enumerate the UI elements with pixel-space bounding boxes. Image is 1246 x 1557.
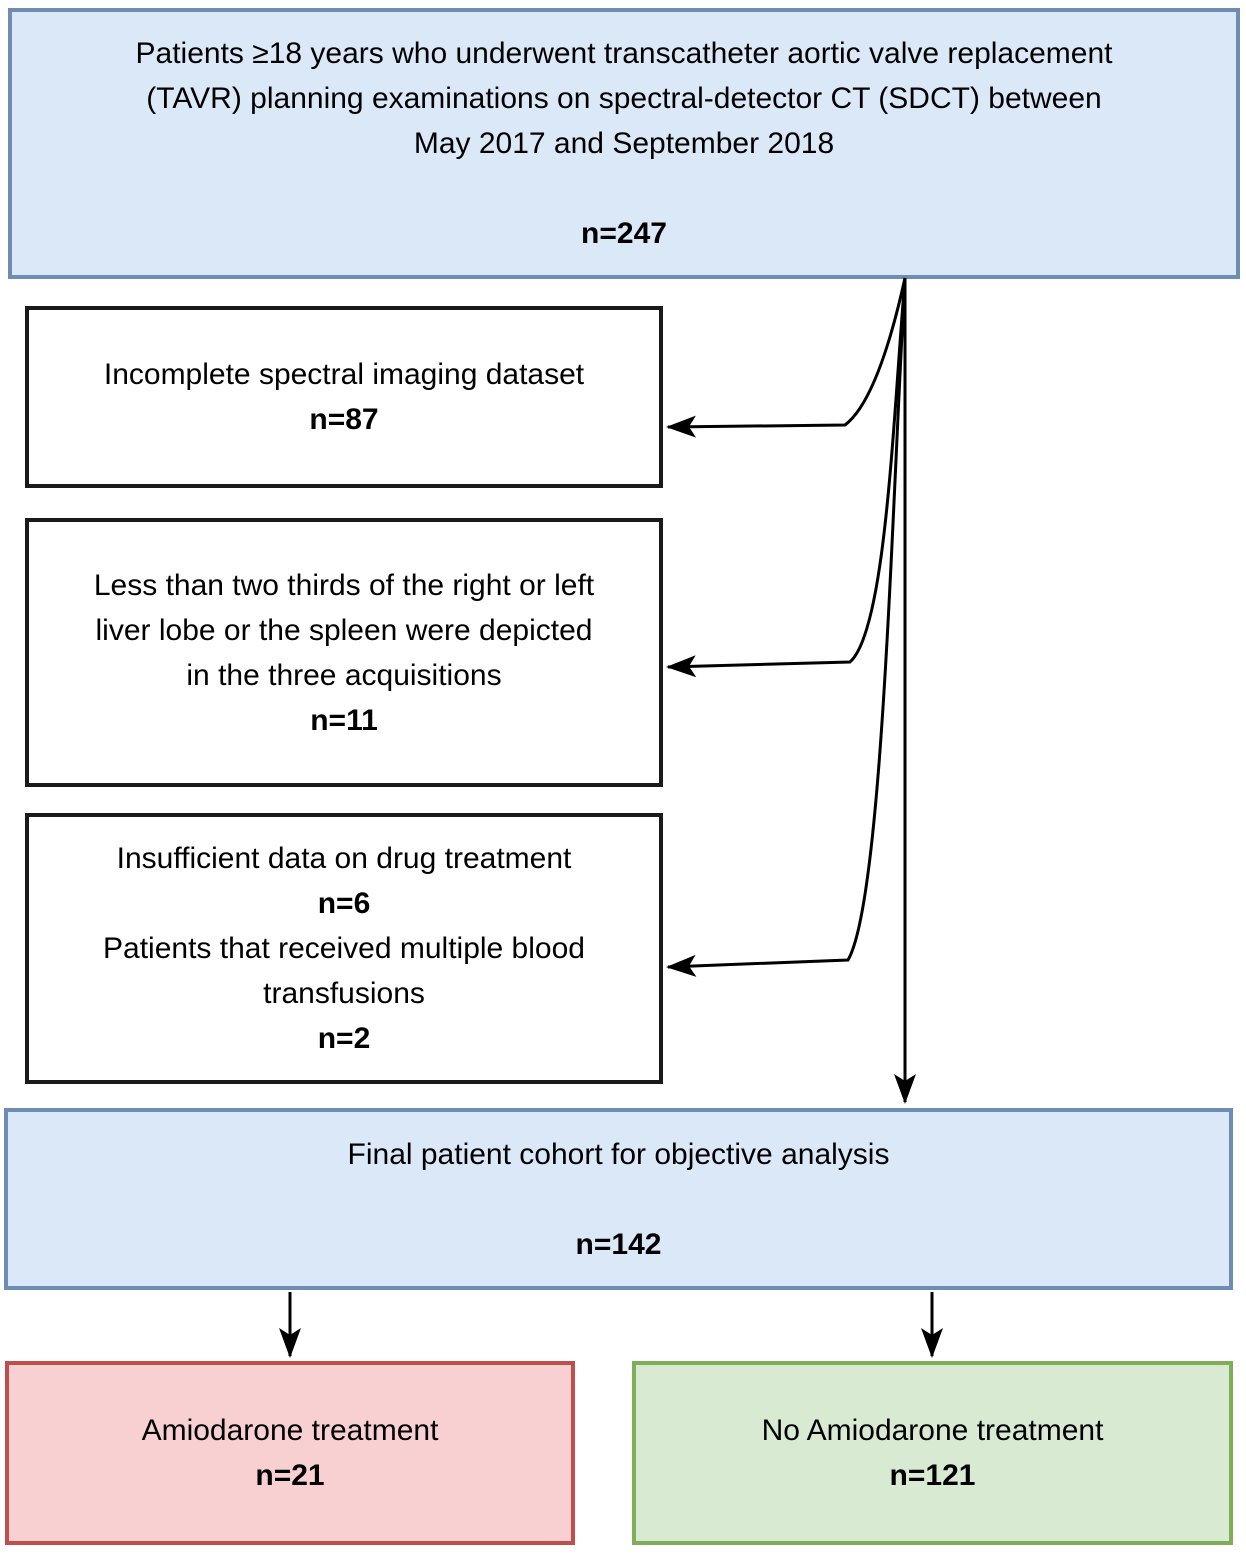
- amiodarone-treatment-label: Amiodarone treatment: [141, 1414, 439, 1447]
- amiodarone-treatment-count: n=21: [255, 1459, 325, 1492]
- exclusion-3-count-1: n=6: [317, 887, 371, 920]
- no-amiodarone-treatment-count: n=121: [889, 1459, 976, 1492]
- source-population-line: Patients ≥18 years who underwent transca…: [135, 37, 1113, 70]
- exclusion-2-label: Less than two thirds of the right or lef…: [93, 568, 595, 602]
- exclusion-box-liver-spleen-coverage: Less than two thirds of the right or lef…: [25, 518, 663, 787]
- exclusion-1-count: n=87: [309, 403, 379, 436]
- source-population-box: Patients ≥18 years who underwent transca…: [8, 8, 1240, 279]
- arrow-source-to-exclusion-1: [666, 277, 907, 438]
- exclusion-3-label-2: transfusions: [263, 977, 425, 1010]
- no-amiodarone-treatment-box: No Amiodarone treatment n=121: [632, 1361, 1233, 1545]
- source-population-line: (TAVR) planning examinations on spectral…: [146, 82, 1102, 115]
- amiodarone-treatment-box: Amiodarone treatment n=21: [5, 1361, 575, 1545]
- exclusion-3-count-2: n=2: [317, 1022, 371, 1055]
- source-population-line: May 2017 and September 2018: [413, 127, 835, 160]
- exclusion-1-label: Incomplete spectral imaging dataset: [103, 358, 585, 391]
- final-cohort-count: n=142: [575, 1227, 662, 1261]
- no-amiodarone-treatment-label: No Amiodarone treatment: [761, 1414, 1104, 1447]
- exclusion-2-count: n=11: [310, 703, 378, 737]
- final-cohort-label: Final patient cohort for objective analy…: [347, 1137, 890, 1171]
- source-population-count: n=247: [581, 217, 667, 250]
- exclusion-box-incomplete-dataset: Incomplete spectral imaging dataset n=87: [25, 306, 663, 488]
- exclusion-box-drug-data-transfusions: Insufficient data on drug treatment n=6 …: [25, 813, 663, 1084]
- arrow-source-to-exclusion-3: [666, 277, 907, 977]
- arrow-source-to-exclusion-2: [666, 277, 907, 678]
- exclusion-3-label-1: Insufficient data on drug treatment: [116, 842, 572, 875]
- exclusion-2-label: liver lobe or the spleen were depicted: [95, 613, 593, 647]
- exclusion-2-label: in the three acquisitions: [186, 658, 502, 692]
- final-cohort-box: Final patient cohort for objective analy…: [4, 1108, 1233, 1290]
- exclusion-3-label-2: Patients that received multiple blood: [103, 932, 585, 965]
